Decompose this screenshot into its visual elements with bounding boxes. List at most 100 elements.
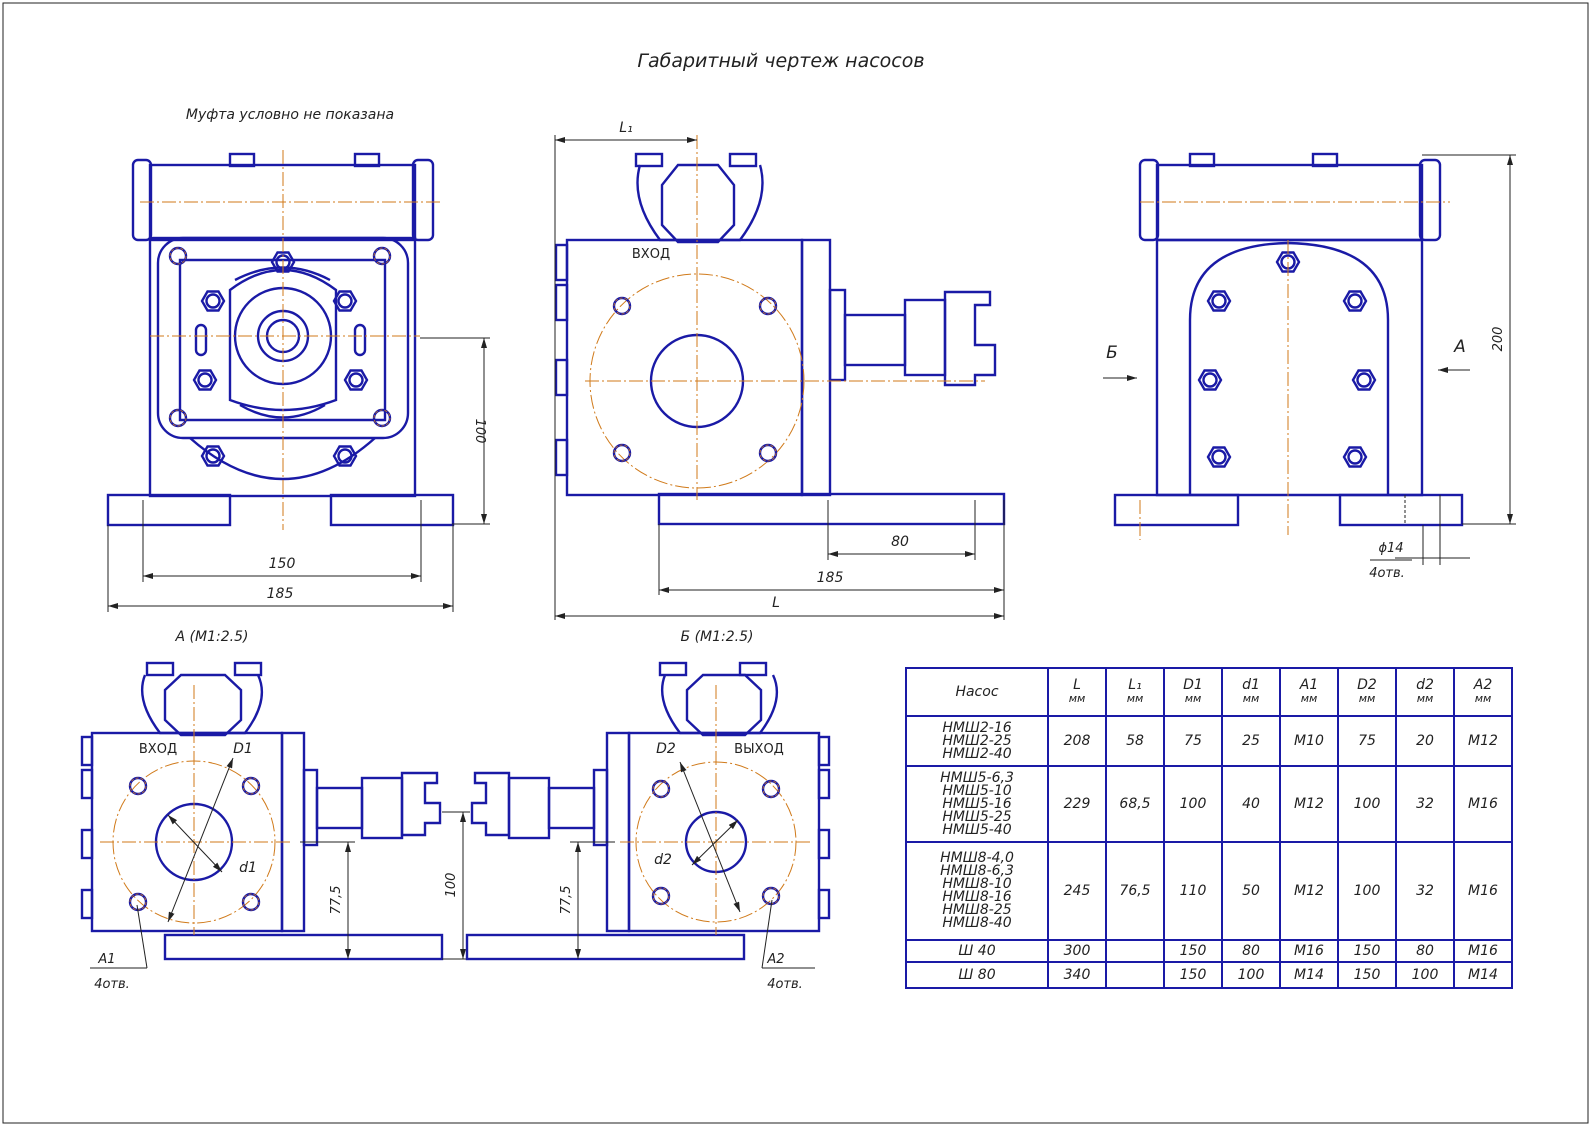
- side-dim-80: 80: [891, 534, 909, 550]
- table-cell-d1: 150: [1163, 939, 1223, 963]
- table-cell-d2: 80: [1395, 939, 1455, 963]
- table-cell-pump: НМШ2-16 НМШ2-25 НМШ2-40: [905, 715, 1049, 767]
- header-name: L₁: [1128, 677, 1142, 693]
- front-dim-185: 185: [267, 586, 294, 602]
- view-b-d2-small: d2: [654, 852, 672, 868]
- table-cell-d2: 150: [1337, 939, 1397, 963]
- table-cell-a2: M12: [1453, 715, 1513, 767]
- table-cell-l1: 76,5: [1105, 841, 1165, 941]
- view-a-holes: 4отв.: [94, 977, 130, 992]
- table-cell-d2: 100: [1337, 765, 1397, 843]
- header-unit: мм: [1474, 692, 1492, 705]
- view-b-holes: 4отв.: [767, 977, 803, 992]
- table-cell-l: 208: [1047, 715, 1107, 767]
- table-cell-d1: 100: [1163, 765, 1223, 843]
- side-view: ВХОД L₁ 80 185 L: [554, 120, 1006, 620]
- side-dim-185: 185: [817, 570, 844, 586]
- view-a-dim-77: 77,5: [329, 886, 344, 915]
- table-cell-l: 229: [1047, 765, 1107, 843]
- table-cell-a2: M14: [1453, 961, 1513, 989]
- table-cell-pump: Ш 80: [905, 961, 1049, 989]
- table-cell-pump: НМШ5-6,3 НМШ5-10 НМШ5-16 НМШ5-25 НМШ5-40: [905, 765, 1049, 843]
- table-cell-l1: [1105, 961, 1165, 989]
- view-b: D2 ВЫХОД d2 A2 4отв. 77,5: [465, 661, 831, 992]
- drawing-title: Габаритный чертеж насосов: [637, 50, 924, 72]
- view-a-d1-big: D1: [233, 741, 253, 757]
- table-cell-l: 300: [1047, 939, 1107, 963]
- view-a-title: А (М1:2.5): [175, 629, 249, 645]
- side-dim-l: L: [772, 595, 780, 611]
- table-cell-d2: 150: [1337, 961, 1397, 989]
- table-cell-a1: M14: [1279, 961, 1339, 989]
- table-header-cell: Насос: [905, 667, 1049, 717]
- table-cell-a1: M16: [1279, 939, 1339, 963]
- view-b-outlet-label: ВЫХОД: [734, 742, 784, 757]
- table-cell-d2: 32: [1395, 765, 1455, 843]
- table-cell-pump: НМШ8-4,0 НМШ8-6,3 НМШ8-10 НМШ8-16 НМШ8-2…: [905, 841, 1049, 941]
- header-unit: мм: [1358, 692, 1376, 705]
- front-view: 100 150 185: [106, 150, 490, 612]
- rear-dim-200: 200: [1491, 327, 1506, 352]
- table-cell-a2: M16: [1453, 939, 1513, 963]
- header-name: Насос: [955, 683, 999, 700]
- view-b-a2: A2: [766, 952, 784, 967]
- front-dim-150: 150: [269, 556, 296, 572]
- table-cell-d1: 40: [1221, 765, 1281, 843]
- header-name: A1: [1299, 677, 1319, 693]
- header-unit: мм: [1184, 692, 1202, 705]
- view-b-dim-77: 77,5: [559, 886, 574, 915]
- header-unit: мм: [1242, 692, 1260, 705]
- table-cell-d1: 80: [1221, 939, 1281, 963]
- table-cell-a1: M12: [1279, 841, 1339, 941]
- view-a-a1: A1: [97, 952, 115, 967]
- header-unit: мм: [1416, 692, 1434, 705]
- table-cell-d2: 100: [1395, 961, 1455, 989]
- view-a: ВХОД D1 d1 A1 4отв. 77,5: [80, 661, 444, 992]
- table-cell-d1: 25: [1221, 715, 1281, 767]
- view-b-title: Б (М1:2.5): [681, 629, 754, 645]
- rear-hole-dim: ϕ14: [1378, 541, 1403, 556]
- header-name: A2: [1473, 677, 1493, 693]
- side-inlet-label: ВХОД: [632, 247, 670, 262]
- header-name: d2: [1416, 677, 1434, 693]
- arrow-a-label: А: [1453, 337, 1466, 357]
- rear-view: 200 Б А ϕ14 4отв.: [1103, 152, 1516, 581]
- table-cell-l: 340: [1047, 961, 1107, 989]
- table-cell-d1: 110: [1163, 841, 1223, 941]
- table-row: НМШ5-6,3 НМШ5-10 НМШ5-16 НМШ5-25 НМШ5-40…: [905, 765, 1513, 843]
- rear-holes-count: 4отв.: [1369, 566, 1405, 581]
- coupling-note: Муфта условно не показана: [186, 107, 394, 123]
- header-unit: мм: [1068, 692, 1086, 705]
- table-cell-a2: M16: [1453, 765, 1513, 843]
- table-cell-a1: M10: [1279, 715, 1339, 767]
- header-unit: мм: [1300, 692, 1318, 705]
- table-cell-d2: 32: [1395, 841, 1455, 941]
- table-cell-d1: 150: [1163, 961, 1223, 989]
- side-dim-l1: L₁: [619, 120, 632, 136]
- table-cell-a1: M12: [1279, 765, 1339, 843]
- table-cell-d2: 20: [1395, 715, 1455, 767]
- front-dim-100: 100: [472, 419, 487, 444]
- table-cell-d1: 100: [1221, 961, 1281, 989]
- table-cell-pump: Ш 40: [905, 939, 1049, 963]
- view-b-d2-big: D2: [656, 741, 676, 757]
- arrow-b-label: Б: [1106, 343, 1118, 363]
- table-cell-d2: 100: [1337, 841, 1397, 941]
- header-unit: мм: [1126, 692, 1144, 705]
- table-cell-l1: 68,5: [1105, 765, 1165, 843]
- table-cell-d2: 75: [1337, 715, 1397, 767]
